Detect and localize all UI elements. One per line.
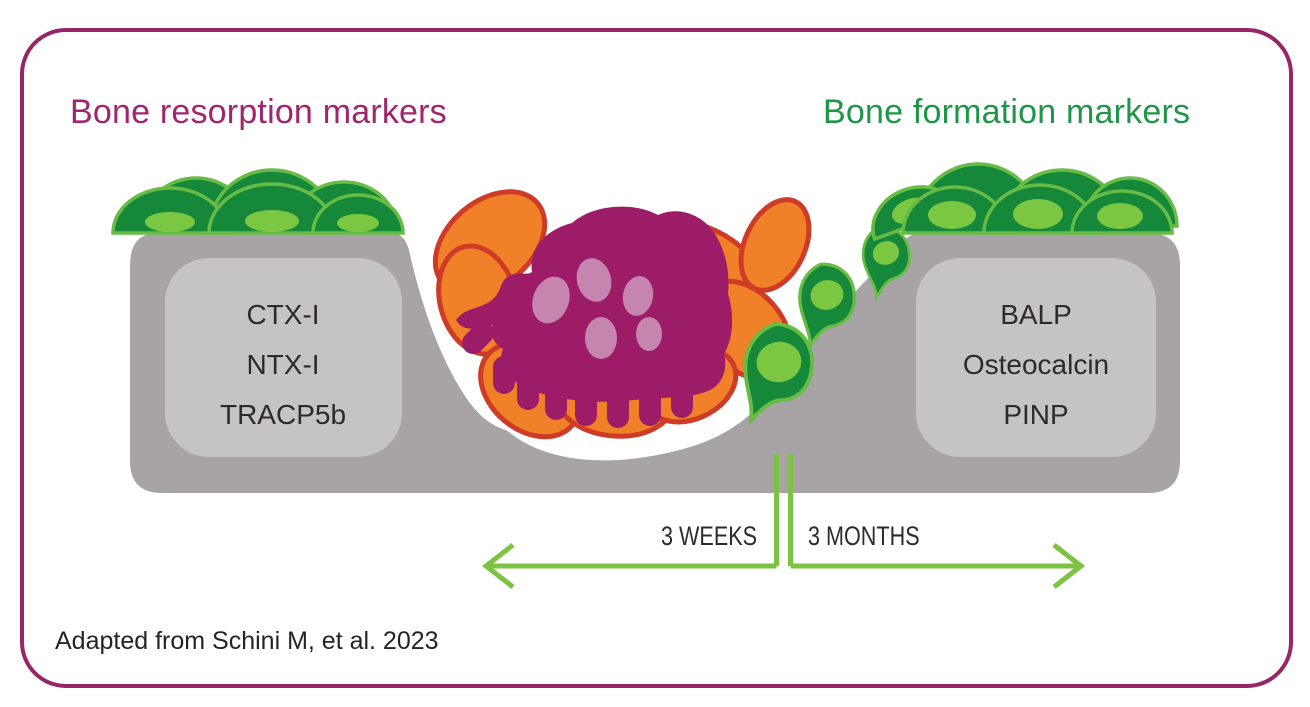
osteoclast-ruffle (639, 368, 661, 426)
lining-cell-nucleus (928, 201, 976, 229)
timeline-arrowhead-left (481, 543, 515, 589)
formation-title: Bone formation markers (823, 93, 1191, 131)
lining-cell-nucleus (1097, 203, 1143, 229)
citation-text: Adapted from Schini M, et al. 2023 (55, 627, 439, 655)
timeline-label-weeks: 3 WEEKS (660, 521, 757, 551)
osteoclast-nucleus (585, 317, 617, 359)
osteoclast-nucleus (532, 276, 570, 324)
osteoclast-ruffle (462, 322, 494, 354)
lining-cell-nucleus (1013, 199, 1063, 229)
formation-marker-list: BALP Osteocalcin PINP (906, 290, 1166, 440)
marker-label: Osteocalcin (962, 349, 1110, 380)
osteoblasts-active (743, 225, 911, 427)
lining-cell-nucleus (145, 212, 195, 232)
osteoclast-nucleus (576, 258, 612, 302)
osteoclast-nucleus (636, 317, 662, 351)
osteoclast-nucleus (622, 276, 654, 316)
lining-cells-left (111, 168, 405, 235)
osteoclast-ruffle (607, 369, 629, 428)
osteoblast-nucleus (872, 241, 900, 265)
formation-marker-box (916, 258, 1156, 457)
marker-label: TRACP5b (219, 399, 347, 430)
osteoblast-nucleus (810, 280, 844, 310)
osteoclast-body (456, 206, 733, 402)
resorption-title: Bone resorption markers (70, 93, 447, 131)
timeline (481, 454, 1086, 589)
timeline-label-months: 3 MONTHS (808, 521, 920, 551)
osteoclast-ruffle (671, 364, 693, 418)
osteoblast-nucleus (756, 341, 802, 383)
marker-label: BALP (1000, 299, 1072, 330)
lining-cell-nucleus (245, 210, 299, 232)
marker-label: CTX-I (246, 299, 320, 330)
osteoclast-ruffle (575, 368, 597, 426)
osteoclast-ruffle (517, 362, 539, 410)
resorption-marker-box (165, 258, 402, 457)
marker-label: PINP (1003, 399, 1069, 430)
timeline-arrowhead-right (1052, 543, 1086, 589)
lining-cell-nucleus (337, 214, 379, 232)
marker-label: NTX-I (246, 349, 320, 380)
osteoclast-cell (456, 206, 733, 428)
resorption-marker-list: CTX-I NTX-I TRACP5b (153, 290, 413, 440)
osteoclast-ruffle (545, 366, 567, 420)
osteoclast-nuclei (532, 258, 662, 359)
lining-cells-right (871, 162, 1179, 242)
osteoclast-ruffle (493, 356, 515, 394)
